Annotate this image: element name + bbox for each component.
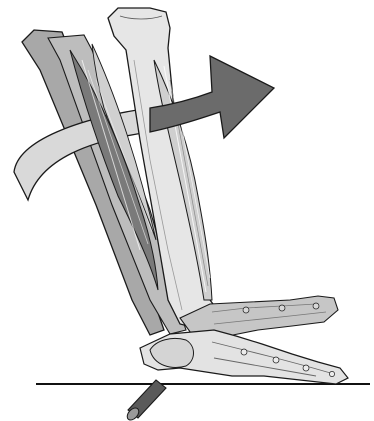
pivot-pin-icon [125,380,166,421]
front-foot-bones [140,330,348,384]
